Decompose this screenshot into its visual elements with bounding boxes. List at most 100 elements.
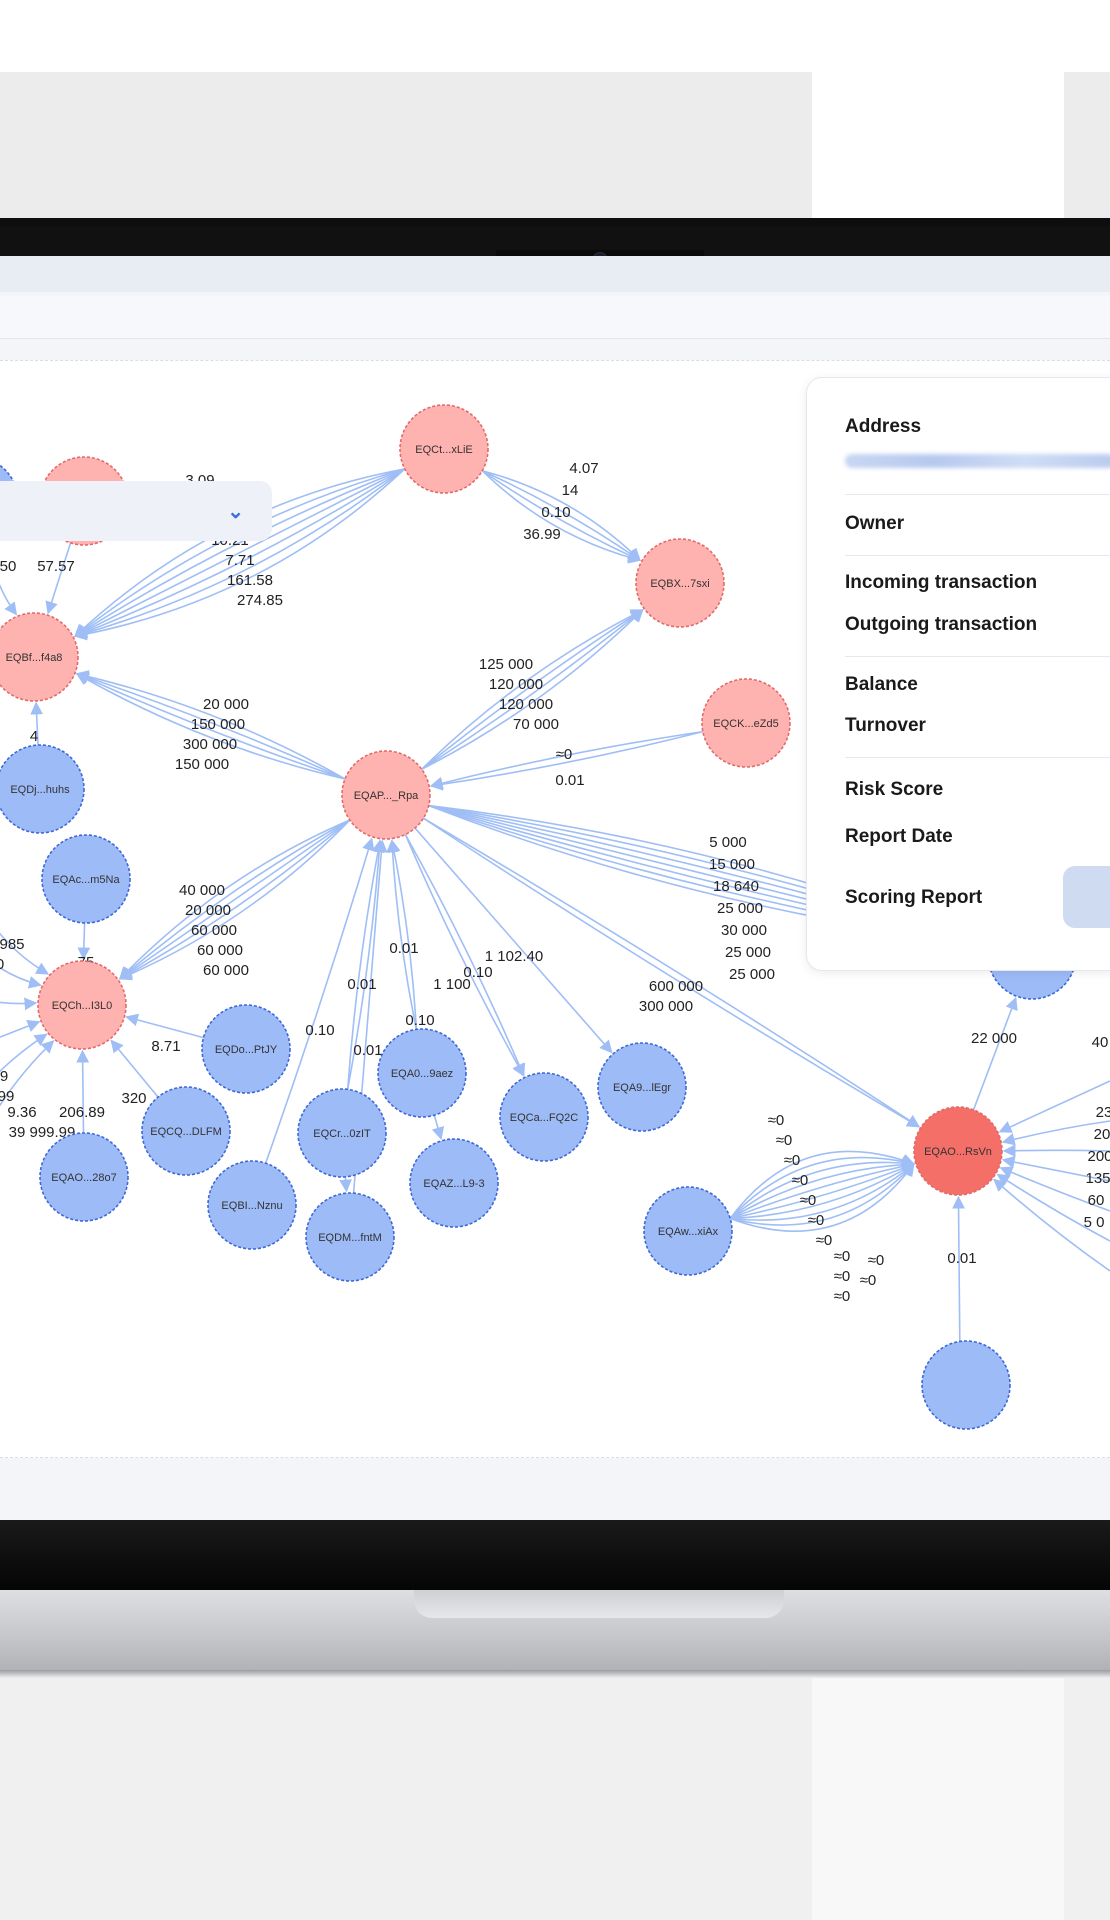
graph-node[interactable]: EQA9...lEgr bbox=[597, 1042, 687, 1132]
graph-node-circle[interactable] bbox=[141, 1086, 231, 1176]
graph-node-label: EQAO...RsVn bbox=[924, 1146, 992, 1158]
edge-amount-label: 0.01 bbox=[347, 976, 376, 993]
graph-node-circle[interactable] bbox=[499, 1072, 589, 1162]
graph-node-circle[interactable] bbox=[305, 1192, 395, 1282]
graph-node[interactable]: EQAO...28o7 bbox=[39, 1132, 129, 1222]
edge-amount-label: 20 bbox=[1094, 1126, 1110, 1143]
graph-node[interactable]: EQCt...xLiE bbox=[399, 404, 489, 494]
edge-amount-label: 40 bbox=[1092, 1034, 1109, 1051]
graph-node-circle[interactable] bbox=[39, 1132, 129, 1222]
graph-node-circle[interactable] bbox=[643, 1186, 733, 1276]
graph-node-circle[interactable] bbox=[297, 1088, 387, 1178]
graph-node[interactable]: EQCK...eZd5 bbox=[701, 678, 791, 768]
graph-node[interactable]: EQCr...0zIT bbox=[297, 1088, 387, 1178]
graph-edge bbox=[1002, 1144, 1110, 1158]
graph-edge bbox=[421, 609, 644, 770]
graph-edge bbox=[264, 837, 375, 1164]
edge-amount-label: 0.10 bbox=[541, 504, 570, 521]
graph-node-label: EQDj...huhs bbox=[10, 784, 70, 796]
graph-node-label: EQBI...Nznu bbox=[221, 1200, 282, 1212]
graph-node-circle[interactable] bbox=[399, 404, 489, 494]
graph-node-circle[interactable] bbox=[207, 1160, 297, 1250]
graph-node[interactable]: EQCh...I3L0 bbox=[37, 960, 127, 1050]
laptop-opening-lip bbox=[414, 1590, 784, 1618]
graph-edge bbox=[125, 1013, 204, 1039]
graph-edge bbox=[429, 730, 703, 790]
graph-nodes[interactable]: EQCt...xLiEEQAA...-hgyEQBX...7sxiEQBf...… bbox=[0, 404, 1077, 1430]
graph-edge bbox=[118, 819, 351, 980]
graph-node[interactable]: EQBI...Nznu bbox=[207, 1160, 297, 1250]
graph-node-label: EQAP..._Rpa bbox=[354, 790, 419, 802]
graph-node[interactable]: EQCQ...DLFM bbox=[141, 1086, 231, 1176]
graph-node[interactable]: EQDM...fntM bbox=[305, 1192, 395, 1282]
graph-node[interactable]: EQBf...f4a8 bbox=[0, 612, 79, 702]
graph-edge bbox=[75, 671, 346, 780]
graph-edge bbox=[110, 1039, 159, 1098]
graph-node-circle[interactable] bbox=[377, 1028, 467, 1118]
graph-filter-dropdown[interactable]: ⌄ bbox=[0, 481, 272, 541]
edge-amount-label: ≈0 bbox=[808, 1212, 825, 1229]
graph-node-partial[interactable] bbox=[921, 1340, 1011, 1430]
graph-edge bbox=[73, 468, 406, 637]
edge-amount-label: 0.01 bbox=[555, 772, 584, 789]
graph-node-circle[interactable] bbox=[41, 834, 131, 924]
graph-edge bbox=[730, 1163, 915, 1220]
chevron-down-icon[interactable]: ⌄ bbox=[227, 501, 244, 523]
address-label: Address bbox=[845, 416, 922, 437]
edge-amount-label: ≈0 bbox=[776, 1132, 793, 1149]
scoring-report-button[interactable] bbox=[1063, 866, 1110, 928]
graph-node[interactable]: EQBX...7sxi bbox=[635, 538, 725, 628]
graph-node[interactable]: EQA0...9aez bbox=[377, 1028, 467, 1118]
graph-node-label: EQAZ...L9-3 bbox=[423, 1178, 484, 1190]
graph-node-label: EQDM...fntM bbox=[318, 1232, 382, 1244]
edge-amount-label: 25 000 bbox=[725, 944, 771, 961]
graph-node-circle[interactable] bbox=[409, 1138, 499, 1228]
edge-amount-label: 135 bbox=[1085, 1170, 1110, 1187]
edge-amount-label: 30 000 bbox=[721, 922, 767, 939]
edge-amount-label: 9.36 bbox=[7, 1104, 36, 1121]
edge-amount-label: 0.01 bbox=[947, 1250, 976, 1267]
graph-edge bbox=[346, 839, 386, 1090]
graph-edge bbox=[404, 834, 525, 1077]
edge-amount-label: 0.01 bbox=[389, 940, 418, 957]
graph-edge bbox=[404, 834, 526, 1077]
graph-node[interactable]: EQAO...RsVn bbox=[913, 1106, 1003, 1196]
graph-edge bbox=[729, 1150, 916, 1219]
graph-node[interactable]: EQDo...PtJY bbox=[201, 1004, 291, 1094]
transaction-graph[interactable]: 3.09102.351.9010.217.71161.58274.854.071… bbox=[0, 361, 1110, 1457]
graph-edge bbox=[729, 1160, 916, 1220]
graph-node-circle[interactable] bbox=[0, 612, 79, 702]
graph-node[interactable]: EQAP..._Rpa bbox=[341, 750, 431, 840]
edge-amount-label: 70 000 bbox=[513, 716, 559, 733]
graph-node-circle[interactable] bbox=[635, 538, 725, 628]
graph-node[interactable]: EQCa...FQ2C bbox=[499, 1072, 589, 1162]
graph-node-circle[interactable] bbox=[701, 678, 791, 768]
graph-node[interactable]: EQAZ...L9-3 bbox=[409, 1138, 499, 1228]
graph-node-circle[interactable] bbox=[597, 1042, 687, 1132]
background-panel-right bbox=[1064, 72, 1110, 232]
address-info-panel: Address Owner Incoming transaction Outgo… bbox=[806, 377, 1110, 971]
graph-node[interactable]: EQDj...huhs bbox=[0, 744, 85, 834]
graph-node-label: EQCh...I3L0 bbox=[52, 1000, 113, 1012]
graph-node[interactable]: EQAc...m5Na bbox=[41, 834, 131, 924]
divider bbox=[845, 555, 1110, 556]
edge-amount-label: 274.85 bbox=[237, 592, 283, 609]
divider bbox=[845, 494, 1110, 495]
graph-node-label: EQAc...m5Na bbox=[52, 874, 120, 886]
graph-node-circle[interactable] bbox=[913, 1106, 1003, 1196]
graph-node-circle[interactable] bbox=[341, 750, 431, 840]
edge-amount-label: 120 000 bbox=[489, 676, 543, 693]
graph-edge bbox=[993, 1178, 1110, 1272]
graph-edge bbox=[0, 1020, 41, 1038]
graph-node-circle[interactable] bbox=[201, 1004, 291, 1094]
graph-node[interactable]: EQAw...xiAx bbox=[643, 1186, 733, 1276]
graph-edge bbox=[0, 997, 38, 1011]
graph-node-circle[interactable] bbox=[0, 744, 85, 834]
edge-amount-label: 206.89 bbox=[59, 1104, 105, 1121]
edge-amount-label: 25 000 bbox=[729, 966, 775, 983]
graph-node-circle[interactable] bbox=[37, 960, 127, 1050]
edge-amount-label: ≈0 bbox=[556, 746, 573, 763]
graph-edge bbox=[118, 819, 351, 980]
edge-amount-label: 36.99 bbox=[523, 526, 561, 543]
graph-edge bbox=[481, 469, 642, 562]
